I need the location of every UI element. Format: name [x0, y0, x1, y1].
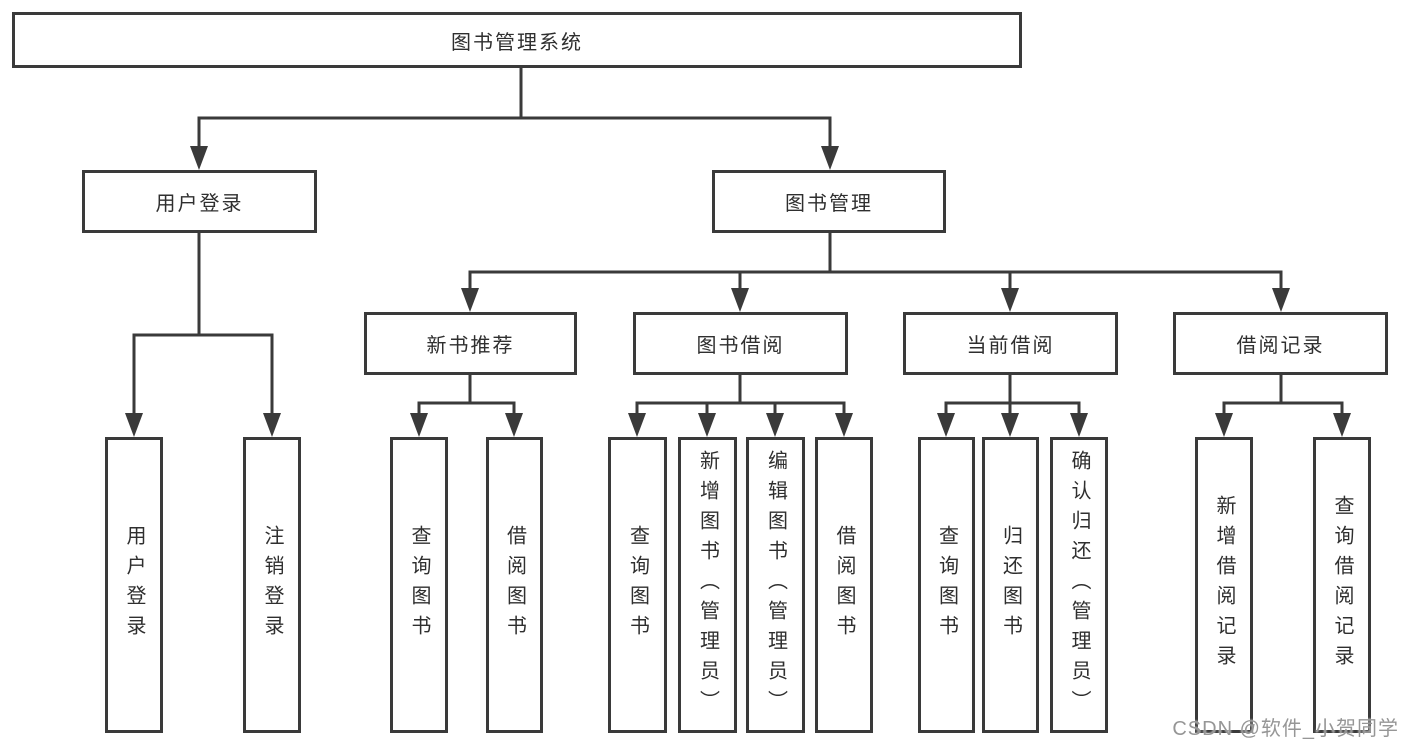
leaf-borrow-books: 借阅图书 [815, 437, 873, 733]
leaf-return-books: 归还图书 [982, 437, 1039, 733]
connector-bookmgmt-to-level3 [461, 231, 1290, 312]
leaf-add-borrow-record: 新增借阅记录 [1195, 437, 1253, 733]
node-current-borrowing: 当前借阅 [903, 312, 1118, 375]
leaf-confirm-return-admin: 确认归还（管理员） [1050, 437, 1108, 733]
csdn-watermark: CSDN @软件_小贺同学 [1172, 718, 1399, 740]
leaf-logout: 注销登录 [243, 437, 301, 733]
node-label: 借阅记录 [1236, 335, 1325, 357]
leaf-borrow-books-newbook: 借阅图书 [486, 437, 543, 733]
node-label: 新书推荐 [426, 335, 515, 357]
connector-newbook-to-leaves [410, 373, 523, 437]
node-label: 借阅图书 [833, 525, 855, 645]
node-label: 查询图书 [626, 525, 649, 645]
connector-borrow-to-leaves [628, 373, 853, 437]
node-label: 借阅图书 [503, 525, 526, 645]
node-label: 新增借阅记录 [1213, 495, 1235, 675]
connector-root-to-level2 [190, 66, 839, 170]
node-label: 用户登录 [155, 193, 244, 215]
node-label: 新增图书（管理员） [696, 450, 719, 720]
node-label: 图书借阅 [696, 335, 785, 357]
node-new-book-recommend: 新书推荐 [364, 312, 577, 375]
node-label: 查询图书 [408, 525, 430, 645]
node-label: 编辑图书（管理员） [764, 450, 787, 720]
node-label: 图书管理 [785, 193, 873, 215]
connector-current-to-leaves [937, 373, 1088, 437]
connector-userlogin-to-leaves [125, 231, 281, 437]
leaf-query-books-current: 查询图书 [918, 437, 975, 733]
node-label: 确认归还（管理员） [1068, 450, 1090, 720]
node-user-login: 用户登录 [82, 170, 317, 233]
leaf-edit-books-admin: 编辑图书（管理员） [746, 437, 805, 733]
leaf-query-borrow-record: 查询借阅记录 [1313, 437, 1371, 733]
node-book-borrowing: 图书借阅 [633, 312, 848, 375]
node-label: 用户登录 [123, 525, 145, 645]
node-label: 归还图书 [999, 525, 1022, 645]
leaf-user-login: 用户登录 [105, 437, 163, 733]
leaf-query-books-newbook: 查询图书 [390, 437, 448, 733]
node-label: 查询图书 [935, 525, 958, 645]
connector-record-to-leaves [1215, 373, 1351, 437]
node-root-library-system: 图书管理系统 [12, 12, 1022, 68]
node-label: 查询借阅记录 [1331, 495, 1353, 675]
node-borrow-records: 借阅记录 [1173, 312, 1388, 375]
leaf-query-books-borrow: 查询图书 [608, 437, 667, 733]
node-label: 图书管理系统 [451, 31, 583, 54]
node-book-management: 图书管理 [712, 170, 946, 233]
node-label: 当前借阅 [966, 335, 1055, 357]
node-label: 注销登录 [261, 525, 283, 645]
leaf-add-books-admin: 新增图书（管理员） [678, 437, 737, 733]
